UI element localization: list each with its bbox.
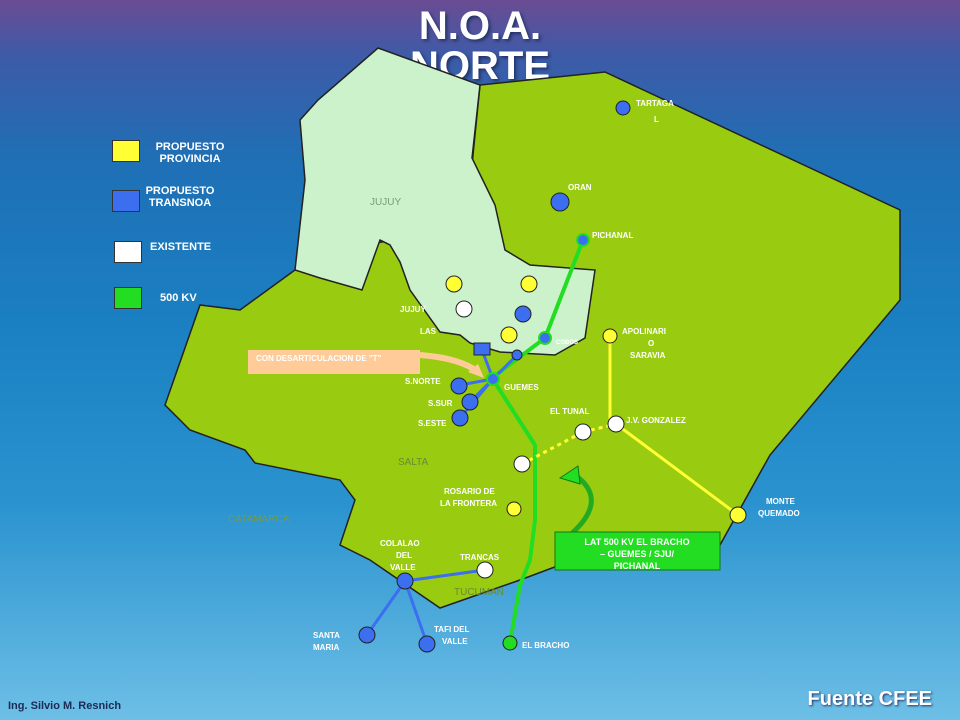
desarticulacion-box bbox=[248, 350, 420, 374]
node-rosario[interactable] bbox=[506, 501, 522, 517]
footer-source: Fuente CFEE bbox=[807, 688, 932, 710]
node-ssur[interactable] bbox=[461, 393, 479, 411]
label-rosario-1: ROSARIO DE bbox=[444, 487, 495, 496]
node-tafi[interactable] bbox=[418, 635, 436, 653]
node-apolinario[interactable] bbox=[602, 328, 618, 344]
node-las[interactable] bbox=[500, 326, 518, 344]
nodes bbox=[358, 100, 747, 653]
node-cobos[interactable] bbox=[538, 331, 552, 345]
lat500-box bbox=[554, 531, 721, 571]
label-tartagal-2: L bbox=[654, 115, 659, 124]
node-guemes[interactable] bbox=[486, 372, 500, 386]
label-rosario-2: LA FRONTERA bbox=[440, 499, 497, 508]
title-line1: N.O.A. bbox=[418, 4, 542, 48]
label-jv-gonzalez: J.V. GONZALEZ bbox=[626, 416, 686, 425]
legend-label-existente: EXISTENTE bbox=[150, 241, 212, 253]
region-label-tucuman: TUCUMAN bbox=[454, 587, 504, 598]
label-colalao-1: COLALAO bbox=[380, 539, 420, 548]
node-tartagal[interactable] bbox=[615, 100, 631, 116]
desarticulacion-text: CON DESARTICULACION DE "T" bbox=[256, 354, 382, 363]
node-snorte[interactable] bbox=[450, 377, 468, 395]
footer-author: Ing. Silvio M. Resnich bbox=[8, 700, 122, 712]
label-apolinario-1: APOLINARI bbox=[622, 327, 666, 336]
label-tafi-2: VALLE bbox=[442, 637, 468, 646]
legend-label-provincia: PROPUESTO PROVINCIA bbox=[155, 141, 225, 165]
region-label-catamarca: CATAMARCA bbox=[228, 514, 290, 525]
label-cobos: COBOS bbox=[556, 340, 578, 346]
node-square[interactable] bbox=[473, 342, 491, 356]
label-el-bracho: EL BRACHO bbox=[522, 641, 569, 650]
label-tartagal-1: TARTAGA bbox=[636, 99, 674, 108]
node-colalao[interactable] bbox=[396, 572, 414, 590]
label-monte-1: MONTE bbox=[766, 497, 796, 506]
label-apolinario-2: O bbox=[648, 339, 654, 348]
label-snorte: S.NORTE bbox=[405, 377, 441, 386]
label-seste: S.ESTE bbox=[418, 419, 447, 428]
label-santa-maria-1: SANTA bbox=[313, 631, 340, 640]
node-santa-maria[interactable] bbox=[358, 626, 376, 644]
jujuy-region bbox=[294, 47, 596, 356]
label-santa-maria-2: MARIA bbox=[313, 643, 339, 652]
label-oran: ORAN bbox=[568, 183, 592, 192]
node-white-mid[interactable] bbox=[513, 455, 531, 473]
node-jv-gonzalez[interactable] bbox=[607, 415, 625, 433]
node-labels: TARTAGA L ORAN PICHANAL JUJUY LAS COBOS … bbox=[313, 99, 800, 652]
node-seste[interactable] bbox=[451, 409, 469, 427]
node-jujuy-blue[interactable] bbox=[514, 305, 532, 323]
node-monte-quemado[interactable] bbox=[729, 506, 747, 524]
label-trancas: TRANCAS bbox=[460, 553, 500, 562]
lat500-line2: – GUEMES / SJU/ bbox=[600, 549, 675, 559]
label-tafi-1: TAFI DEL bbox=[434, 625, 470, 634]
label-monte-2: QUEMADO bbox=[758, 509, 800, 518]
legend-label-transnoa: PROPUESTO TRANSNOA bbox=[145, 185, 215, 209]
node-pichanal[interactable] bbox=[576, 233, 590, 247]
node-oran[interactable] bbox=[550, 192, 570, 212]
lat500-arrowhead bbox=[558, 465, 581, 485]
label-pichanal: PICHANAL bbox=[592, 231, 633, 240]
lat500-line1: LAT 500 KV EL BRACHO bbox=[584, 537, 689, 547]
label-ssur: S.SUR bbox=[428, 399, 453, 408]
node-trancas[interactable] bbox=[476, 561, 494, 579]
line-500kv-main bbox=[489, 239, 585, 644]
region-label-jujuy: JUJUY bbox=[370, 197, 401, 208]
lat500-line3: PICHANAL bbox=[614, 561, 661, 571]
node-jujuy-yellow-1[interactable] bbox=[445, 275, 463, 293]
legend-swatch-transnoa bbox=[112, 190, 140, 212]
label-colalao-2: DEL bbox=[396, 551, 412, 560]
lat500-text: LAT 500 KV EL BRACHO – GUEMES / SJU/ PIC… bbox=[584, 537, 689, 571]
label-apolinario-3: SARAVIA bbox=[630, 351, 666, 360]
lat500-arrow bbox=[568, 472, 594, 537]
provincia-lines bbox=[521, 336, 739, 517]
label-las: LAS bbox=[420, 327, 437, 336]
label-el-tunal: EL TUNAL bbox=[550, 407, 590, 416]
node-jujuy-yellow-2[interactable] bbox=[520, 275, 538, 293]
desarticulacion-arrowhead bbox=[468, 364, 484, 378]
node-jujuy[interactable] bbox=[455, 300, 473, 318]
legend-label-500kv: 500 KV bbox=[160, 292, 197, 304]
node-guemes-north[interactable] bbox=[511, 349, 523, 361]
region-label-salta: SALTA bbox=[398, 457, 429, 468]
label-jujuy: JUJUY bbox=[400, 305, 426, 314]
label-colalao-3: VALLE bbox=[390, 563, 416, 572]
node-el-bracho[interactable] bbox=[502, 635, 518, 651]
desarticulacion-callout: CON DESARTICULACION DE "T" bbox=[248, 350, 484, 378]
legend-swatch-provincia bbox=[112, 140, 140, 162]
legend-swatch-500kv bbox=[114, 287, 142, 309]
label-guemes: GUEMES bbox=[504, 383, 539, 392]
legend-swatch-existente bbox=[114, 241, 142, 263]
node-el-tunal[interactable] bbox=[574, 423, 592, 441]
